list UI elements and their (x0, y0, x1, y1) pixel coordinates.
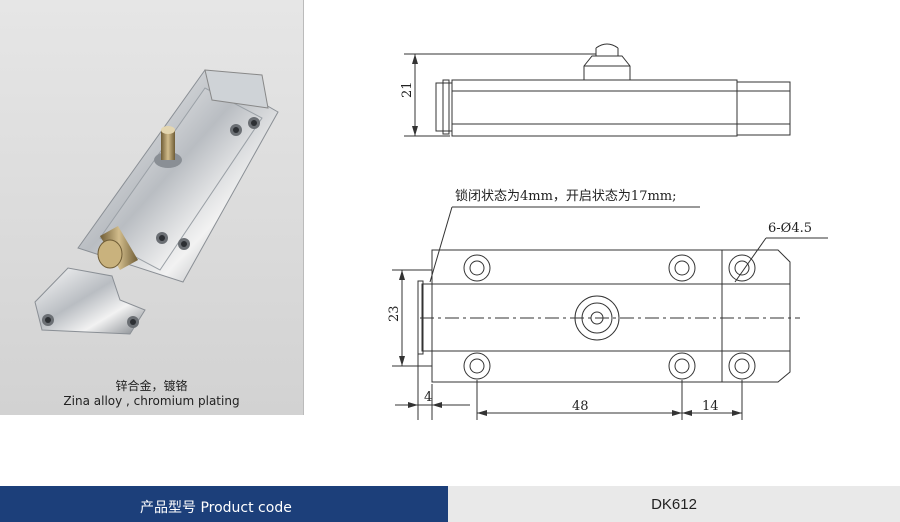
front-view (392, 206, 828, 420)
dim-48-label: 48 (572, 399, 589, 414)
product-code-value: DK612 (651, 496, 697, 513)
hole-spec-label: 6-Ø4.5 (768, 221, 812, 236)
dim-23-label: 23 (387, 305, 402, 322)
panel-divider (303, 0, 304, 415)
dim-21-label: 21 (400, 81, 415, 98)
material-caption-cn: 锌合金，镀铬 (115, 379, 188, 393)
footer-product-code-bar (0, 486, 448, 522)
lock-state-note: 锁闭状态为4mm，开启状态为17mm; (455, 188, 677, 204)
footer-code-bar (448, 486, 900, 522)
material-caption-en: Zina alloy , chromium plating (63, 394, 240, 408)
technical-drawing: 21 23 4 48 14 锁闭状态为4mm，开启状态为17mm; 6-Ø4.5 (387, 43, 828, 420)
dim-14-label: 14 (702, 399, 719, 414)
product-photo (34, 69, 279, 335)
product-code-label: 产品型号 Product code (140, 500, 292, 516)
side-view (404, 43, 791, 137)
dim-4-label: 4 (424, 390, 432, 405)
